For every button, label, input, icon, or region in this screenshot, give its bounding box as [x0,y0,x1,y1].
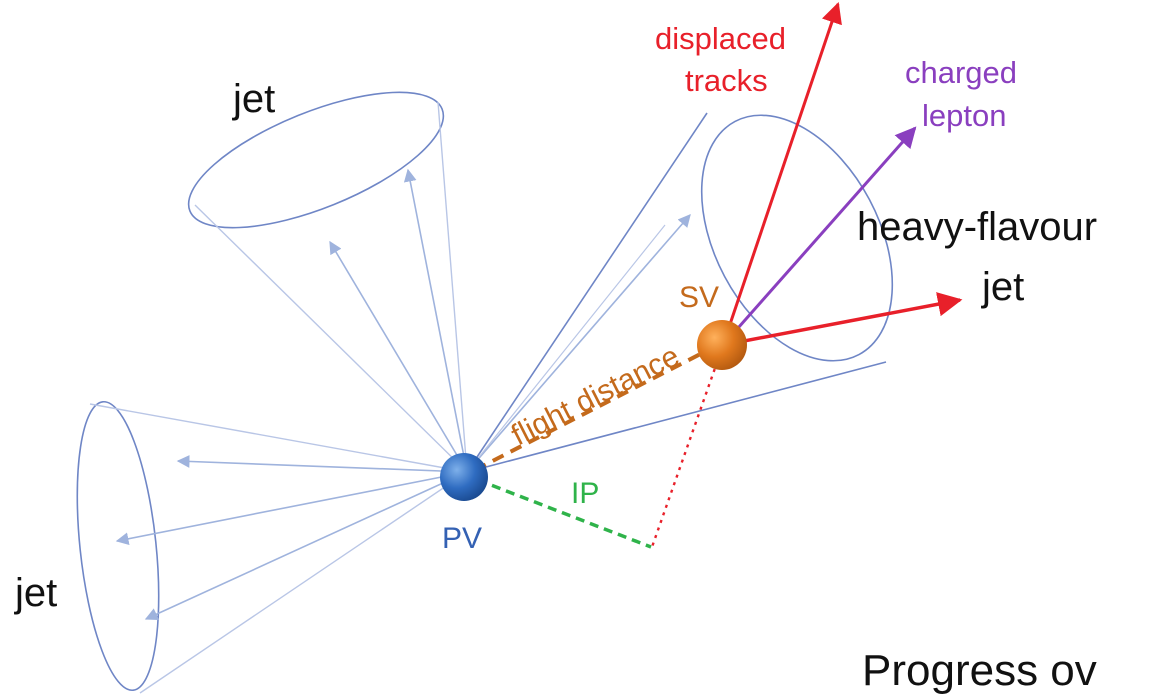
label-jet-bottom: jet [14,571,57,615]
label-sv: SV [679,281,719,314]
label-charged-lepton-line2: lepton [922,98,1006,133]
secondary-vertex-dot [697,320,747,370]
label-charged-lepton-line1: charged [905,55,1017,90]
label-ip: IP [571,477,599,510]
label-displaced-tracks-line2: tracks [685,63,768,98]
charged-lepton-arrow [721,126,917,346]
jet-cone-top-left [187,91,468,473]
label-heavy-flavour-jet: jet [981,265,1024,309]
displaced-track-arrow-right [722,292,963,347]
label-heavy-flavour: heavy-flavour [857,205,1097,249]
jet-cone-heavy-flavour [466,112,894,473]
flight-distance-line [474,344,717,472]
label-jet-top: jet [232,77,275,121]
primary-vertex-dot [440,453,488,501]
track-extrapolation-line [650,353,722,548]
label-displaced-tracks-line1: displaced [655,21,786,56]
displaced-track-arrow-up [721,2,842,346]
impact-parameter-line [477,478,652,549]
label-pv: PV [442,522,482,555]
jet-cone-bottom-left [76,400,468,694]
footer-partial-text: Progress ov [862,646,1097,695]
